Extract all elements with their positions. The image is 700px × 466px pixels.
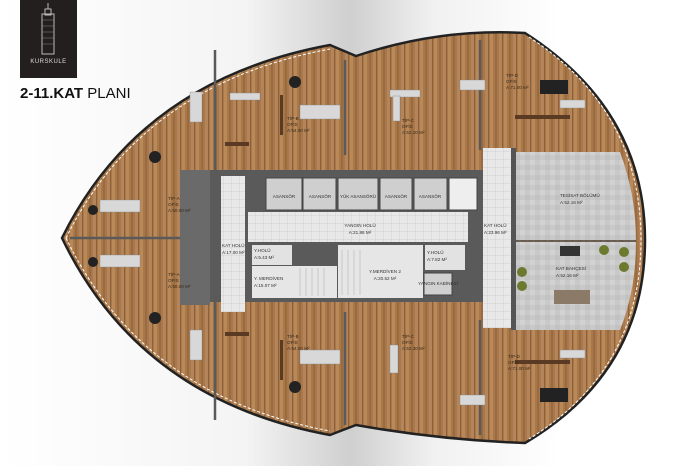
columns <box>88 76 301 393</box>
garden-sofa <box>560 246 580 256</box>
stairs-2-area: A:20.52 M² <box>374 276 397 281</box>
tesisat-area-value: A:52.16 M² <box>560 200 583 205</box>
partition-walls <box>70 40 482 435</box>
svg-text:TİP-A: TİP-A <box>168 195 181 201</box>
y-holu-1 <box>252 245 292 265</box>
svg-text:TİP-B: TİP-B <box>287 333 299 339</box>
tesisat-area <box>511 152 636 240</box>
svg-text:A:71.00 M²: A:71.00 M² <box>508 366 531 371</box>
elevator-label: ASANSÖR <box>385 193 408 199</box>
svg-text:A:50.00 M²: A:50.00 M² <box>168 284 191 289</box>
svg-text:A:54.00 M²: A:54.00 M² <box>287 346 310 351</box>
y-holu-2-name: Y.HOLÜ <box>427 249 444 255</box>
tesisat-name: TESİSAT BÖLÜMÜ <box>560 192 600 198</box>
stairs-2-name: Y.MERDİVEN 2 <box>369 268 401 274</box>
garden-table <box>554 290 590 304</box>
stairs-1-name: Y. MERDİVEN <box>254 275 283 281</box>
svg-text:OFİS: OFİS <box>287 121 298 127</box>
y-holu-1-area: A:5.43 M² <box>254 255 274 260</box>
svg-text:TİP-D: TİP-D <box>506 72 519 78</box>
y-holu-1-name: Y.HOLÜ <box>254 247 271 253</box>
svg-text:A:50.00 M²: A:50.00 M² <box>168 208 191 213</box>
svg-text:TİP-C: TİP-C <box>402 333 415 339</box>
svg-text:OFİS: OFİS <box>168 277 179 283</box>
kat-holu-left-area: A:17.00 M² <box>222 250 245 255</box>
svg-text:TİP-C: TİP-C <box>402 117 415 123</box>
meeting-tables <box>540 80 568 402</box>
kat-holu-right-area: A:23.96 M² <box>484 230 507 235</box>
svg-text:A:52.20 M²: A:52.20 M² <box>402 130 425 135</box>
title-kat: KAT <box>53 85 84 102</box>
svg-text:A:52.30 M²: A:52.30 M² <box>402 346 425 351</box>
elevator-label: YÜK ASANSÖRÜ <box>340 193 376 199</box>
garden-area-value: A:52.16 M² <box>556 273 579 278</box>
elevator-label: ASANSÖR <box>273 193 296 199</box>
tower-icon <box>41 3 55 55</box>
yangin-holu-name: YANGIN HOLÜ <box>344 222 375 228</box>
kat-holu-right <box>483 148 511 328</box>
garden-name: KAT BAHÇESİ <box>556 265 586 271</box>
kat-holu-left-name: KAT HOLÜ <box>222 242 245 248</box>
svg-text:OFİS: OFİS <box>508 359 519 365</box>
brand-logo: KURSKULE <box>20 0 77 78</box>
svg-text:OFİS: OFİS <box>506 78 517 84</box>
yangin-holu <box>248 212 468 242</box>
plants <box>517 245 629 291</box>
elevators: ASANSÖR ASANSÖR YÜK ASANSÖRÜ ASANSÖR ASA… <box>265 177 478 211</box>
title-plan: PLANI <box>87 85 131 102</box>
logo-text: KURSKULE <box>30 59 67 65</box>
kat-holu-left <box>221 176 245 312</box>
svg-text:TİP-B: TİP-B <box>287 115 299 121</box>
stairs-1 <box>252 266 337 298</box>
office-desks <box>99 79 586 406</box>
svg-text:TİP-D: TİP-D <box>508 353 521 359</box>
stairs-1-area: A:15.07 M² <box>254 283 277 288</box>
kat-holu-right-name: KAT HOLÜ <box>484 222 507 228</box>
svg-text:TİP-A: TİP-A <box>168 271 181 277</box>
yangin-holu-area: A:21.86 M² <box>349 230 372 235</box>
stairs-2 <box>338 245 423 298</box>
cabinets <box>225 95 570 380</box>
svg-text:OFİS: OFİS <box>287 339 298 345</box>
elevator-label: ASANSÖR <box>419 193 442 199</box>
garden-area <box>511 242 636 330</box>
title-floors: 2-11. <box>20 85 54 102</box>
svg-text:OFİS: OFİS <box>168 201 179 207</box>
svg-text:A:71.00 M²: A:71.00 M² <box>506 85 529 90</box>
fire-cabinet <box>423 272 453 296</box>
page-title: 2-11.KAT PLANI <box>20 85 131 102</box>
fire-cabinet-label: YANGIN KABİNESİ <box>418 280 458 286</box>
svg-text:OFİS: OFİS <box>402 123 413 129</box>
y-holu-2 <box>425 245 465 270</box>
elevator-label: ASANSÖR <box>309 193 332 199</box>
svg-text:A:54.00 M²: A:54.00 M² <box>287 128 310 133</box>
svg-text:OFİS: OFİS <box>402 339 413 345</box>
y-holu-2-area: A:7.82 M² <box>427 257 447 262</box>
